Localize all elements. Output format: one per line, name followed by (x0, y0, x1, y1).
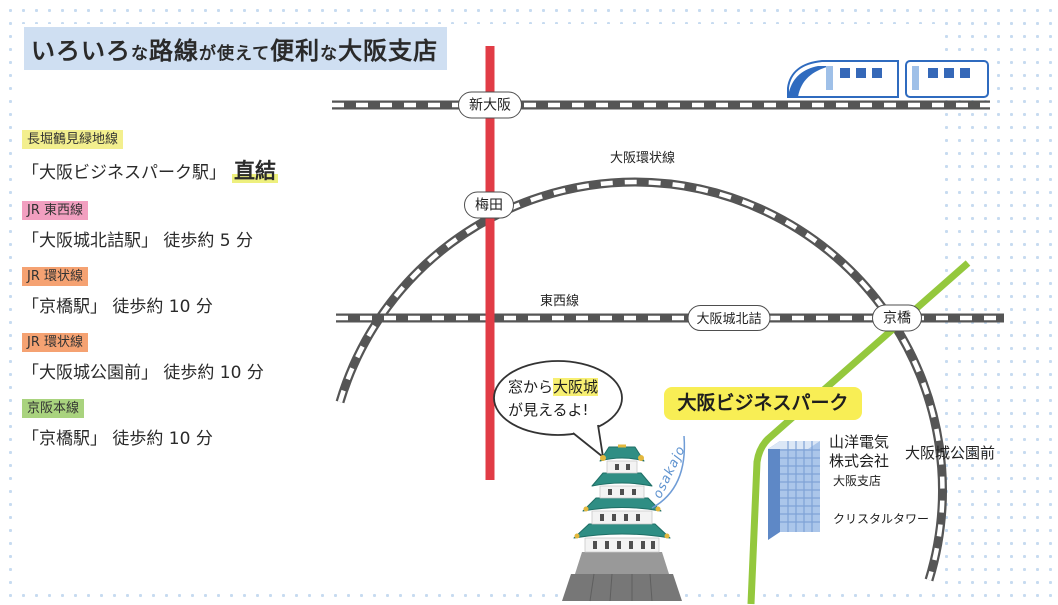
station-access-text: 「大阪城公園前」 徒歩約 10 分 (22, 363, 264, 383)
legend-item-keihan: 京阪本線 「京橋駅」 徒歩約 10 分 (22, 397, 342, 449)
speech-bubble-text: 窓から大阪城 が見えるよ! (508, 376, 599, 422)
tozai-line-label: 東西線 (540, 294, 580, 309)
line-name-chip: 長堀鶴見緑地線 (22, 130, 124, 149)
station-access-text: 「大阪城北詰駅」 徒歩約 5 分 (22, 231, 254, 251)
direct-access-note: 直結 (232, 159, 278, 183)
line-name-chip: 京阪本線 (22, 399, 85, 418)
station-access-text: 「大阪ビジネスパーク駅」 (22, 163, 226, 183)
title-segment: 路線 (149, 37, 199, 65)
title-segment: が (199, 44, 217, 64)
company-name-label: 山洋電気 株式会社 (829, 433, 889, 471)
castle-park-front-label: 大阪城公園前 (905, 444, 996, 462)
business-park-label: 大阪ビジネスパーク (664, 387, 862, 420)
osakajo-swoosh (651, 435, 686, 509)
line-name-chip: JR 環状線 (22, 267, 88, 286)
line-name-chip: JR 環状線 (22, 333, 88, 352)
midosuji-red-line (485, 46, 495, 480)
title-segment: な (320, 44, 339, 64)
title-segment: な (131, 44, 149, 64)
legend-item-jr-loop-1: JR 環状線 「京橋駅」 徒歩約 10 分 (22, 265, 342, 317)
bubble-line1-prefix: 窓から (508, 378, 554, 396)
station-access-text: 「京橋駅」 徒歩約 10 分 (22, 429, 213, 449)
osaka-castle-illustration (562, 444, 682, 602)
osaka-loop-line-arc (335, 177, 947, 582)
keihan-green-line (747, 260, 971, 605)
company-name-line2: 株式会社 (829, 452, 890, 470)
shinkansen-train-illustration (787, 60, 989, 98)
office-building-illustration (768, 441, 820, 540)
tower-name-label: クリスタルタワー (833, 512, 930, 526)
station-osakajo-kitazume: 大阪城北詰 (687, 305, 771, 331)
company-name-line1: 山洋電気 (829, 433, 890, 451)
loop-line-label: 大阪環状線 (610, 151, 676, 166)
station-kyobashi: 京橋 (872, 304, 922, 332)
title-segment: いろいろ (31, 37, 131, 65)
title-segment: 大阪支店 (338, 37, 439, 65)
station-umeda: 梅田 (464, 191, 514, 219)
route-legend: 長堀鶴見緑地線 「大阪ビジネスパーク駅」直結 JR 東西線 「大阪城北詰駅」 徒… (22, 128, 342, 463)
line-name-chip: JR 東西線 (22, 201, 88, 220)
bubble-line1-highlight: 大阪城 (553, 378, 599, 396)
legend-item-nagahori: 長堀鶴見緑地線 「大阪ビジネスパーク駅」直結 (22, 128, 342, 185)
legend-item-jr-loop-2: JR 環状線 「大阪城公園前」 徒歩約 10 分 (22, 331, 342, 383)
bubble-line2: が見えるよ! (508, 401, 589, 419)
page-title: いろいろな路線が使えて便利な大阪支店 (24, 27, 448, 70)
station-access-text: 「京橋駅」 徒歩約 10 分 (22, 297, 213, 317)
station-shin-osaka: 新大阪 (458, 91, 522, 119)
title-segment: 便利 (270, 37, 321, 65)
legend-item-jr-tozai: JR 東西線 「大阪城北詰駅」 徒歩約 5 分 (22, 199, 342, 251)
title-segment: 使えて (217, 44, 271, 64)
branch-label: 大阪支店 (833, 474, 882, 488)
